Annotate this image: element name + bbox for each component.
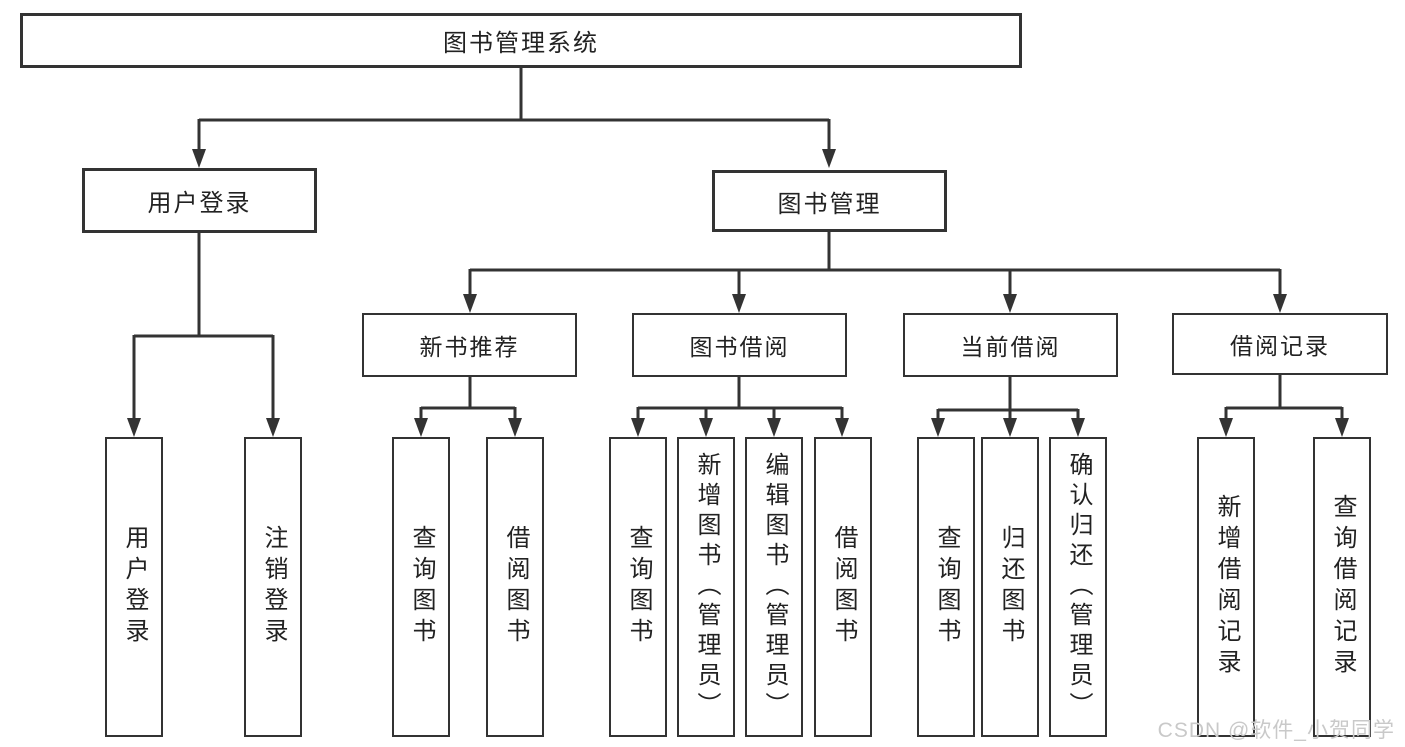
leaf-logout: 注销登录 [244, 437, 302, 737]
node-user-login: 用户登录 [82, 168, 317, 233]
connector-records-to-leaves [1219, 375, 1349, 437]
connector-current-to-leaves [931, 377, 1085, 437]
node-root-library-system: 图书管理系统 [20, 13, 1022, 68]
csdn-watermark: CSDN @软件_小贺同学 [1157, 719, 1395, 742]
leaf-records-query-borrow-record: 查询借阅记录 [1313, 437, 1371, 737]
connector-root-to-level2 [192, 68, 836, 168]
node-book-management: 图书管理 [712, 170, 947, 232]
connector-user-to-leaves [127, 233, 280, 437]
leaf-current-confirm-return-admin: 确认归还（管理员） [1049, 437, 1107, 737]
node-borrow-records: 借阅记录 [1172, 313, 1388, 375]
leaf-current-return-books: 归还图书 [981, 437, 1039, 737]
leaf-borrow-edit-books-admin: 编辑图书（管理员） [745, 437, 803, 737]
node-current-borrow: 当前借阅 [903, 313, 1118, 377]
leaf-records-add-borrow-record: 新增借阅记录 [1197, 437, 1255, 737]
leaf-borrow-query-books: 查询图书 [609, 437, 667, 737]
leaf-borrow-borrow-books: 借阅图书 [814, 437, 872, 737]
leaf-borrow-add-books-admin: 新增图书（管理员） [677, 437, 735, 737]
connector-borrow-to-leaves [631, 377, 849, 437]
leaf-newbook-query-books: 查询图书 [392, 437, 450, 737]
connector-newbook-to-leaves [414, 377, 522, 437]
leaf-user-login: 用户登录 [105, 437, 163, 737]
leaf-current-query-books: 查询图书 [917, 437, 975, 737]
node-book-borrow: 图书借阅 [632, 313, 847, 377]
connector-mgmt-to-level3 [463, 232, 1287, 313]
leaf-newbook-borrow-books: 借阅图书 [486, 437, 544, 737]
node-new-book-recommend: 新书推荐 [362, 313, 577, 377]
